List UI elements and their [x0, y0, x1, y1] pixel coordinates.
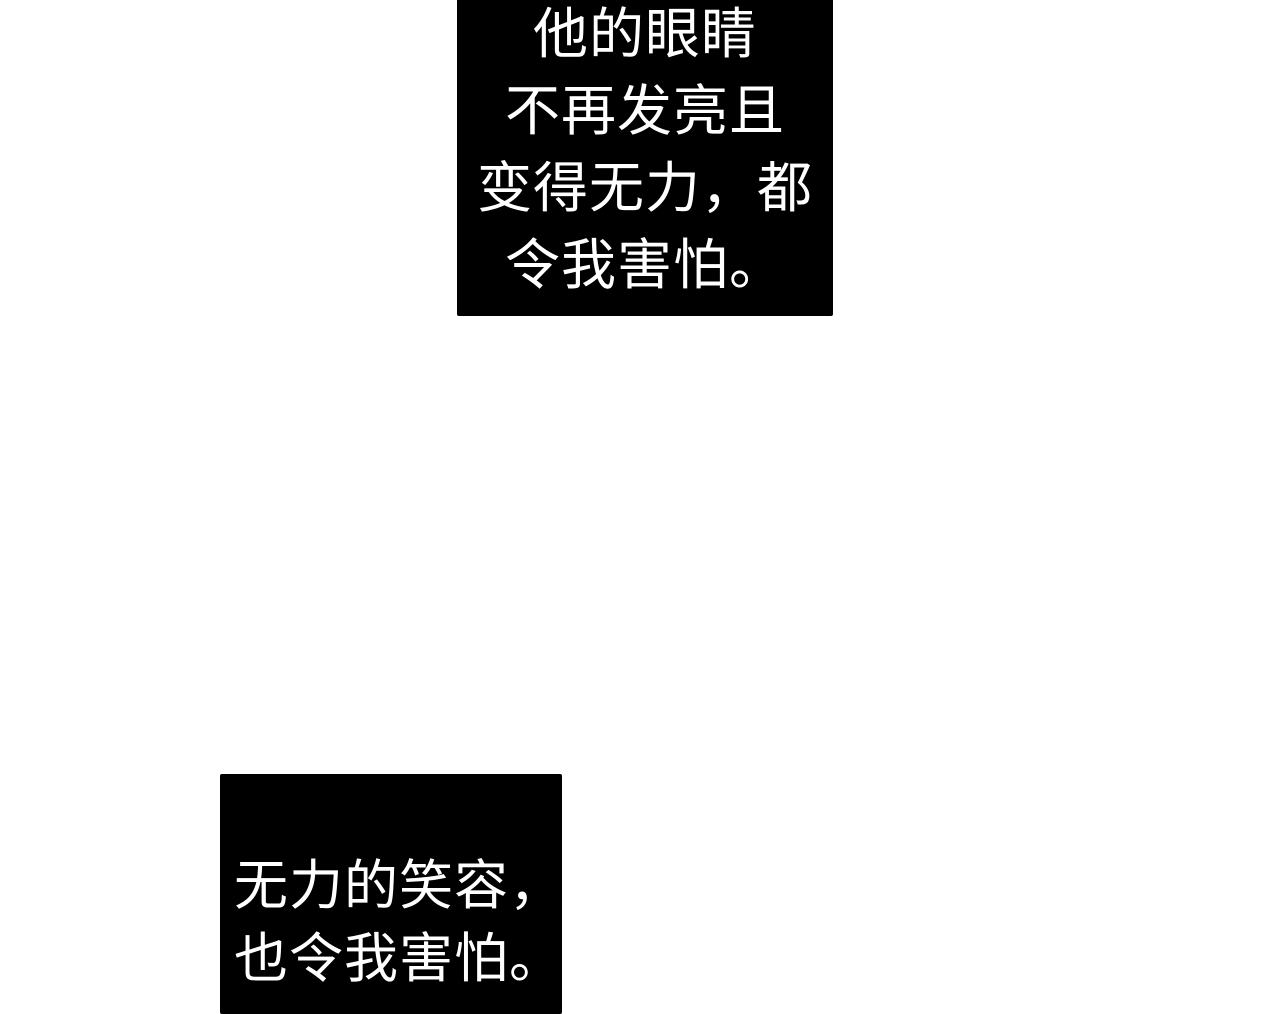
- caption-box-bottom: 无力的笑容， 也令我害怕。: [220, 774, 564, 1014]
- caption-line: 变得无力，都: [476, 156, 813, 220]
- caption-line: 无力的笑容，: [234, 854, 564, 917]
- caption-line: 令我害怕。: [504, 233, 785, 297]
- caption-line: 他的眼睛: [532, 2, 757, 66]
- caption-line: 也令我害怕。: [234, 927, 564, 990]
- caption-box-top: 他的眼睛 不再发亮且 变得无力，都 令我害怕。: [457, 0, 833, 316]
- caption-line: 不再发亮且: [504, 79, 785, 143]
